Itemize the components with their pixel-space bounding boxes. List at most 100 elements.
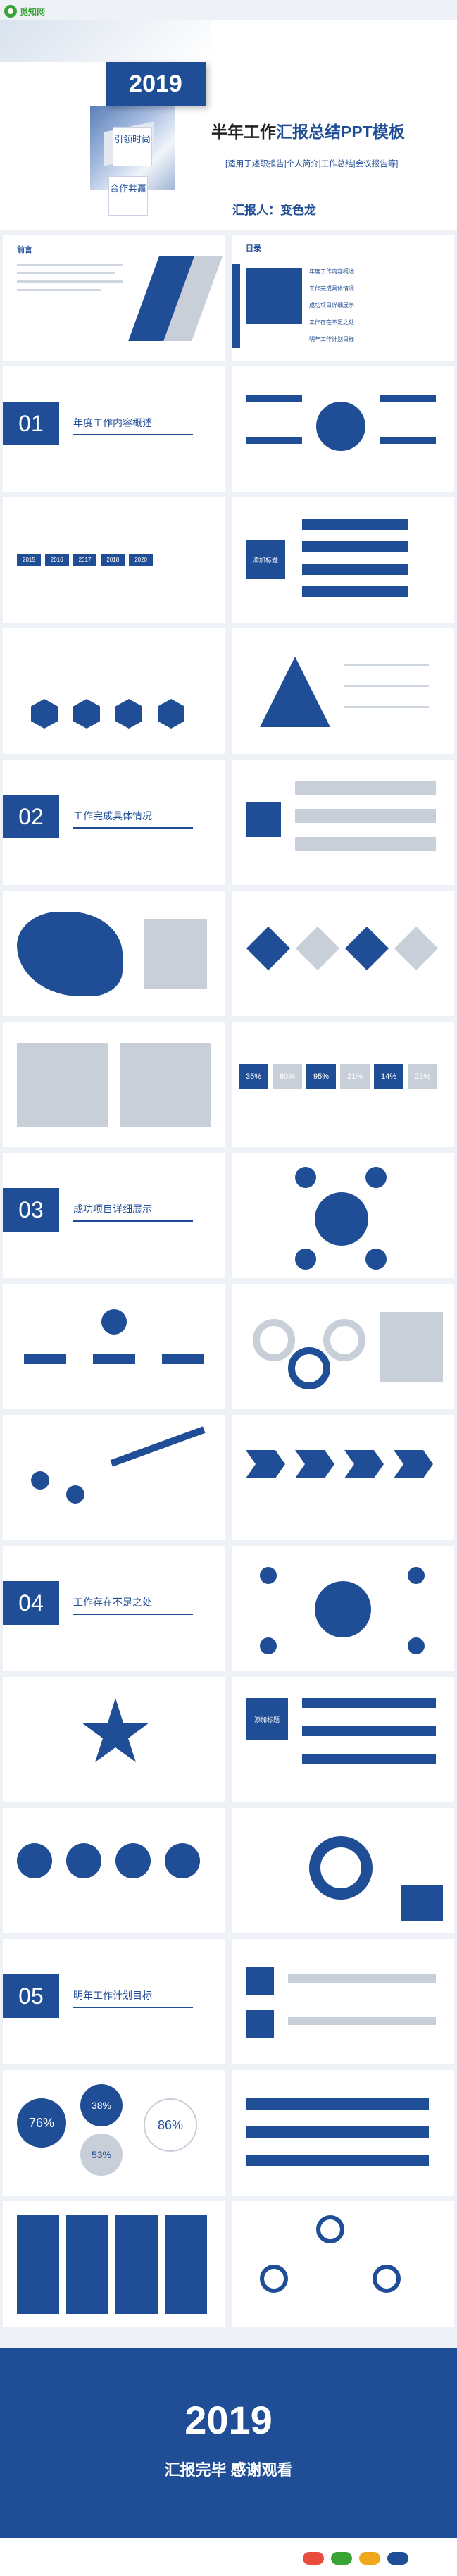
slide-stats: 76% 38% 53% 86% (3, 2070, 225, 2196)
small-circle (408, 1637, 425, 1654)
number-circle (373, 2265, 401, 2293)
toc-bar (232, 264, 240, 348)
text-line (344, 706, 429, 708)
footer-badge (303, 2552, 324, 2565)
section-number: 03 (3, 1188, 59, 1232)
info-box (380, 1312, 443, 1382)
gear-icon (253, 1319, 295, 1361)
cover-year: 2019 (106, 62, 206, 106)
cover-slide: 2019 引领时尚 合作共赢 半年工作汇报总结PPT模板 [适用于述职报告|个人… (0, 20, 457, 230)
slide-columns (3, 2201, 225, 2327)
pyramid-shape (260, 657, 330, 727)
section-slide-02: 02 工作完成具体情况 (3, 760, 225, 885)
preface-title: 前言 (17, 246, 32, 254)
flow-item (246, 437, 302, 444)
bubble (165, 1843, 200, 1878)
chevron-shape (295, 1450, 334, 1478)
cover-title-dark: 半年工作 (211, 123, 276, 141)
slide-arrows (232, 2070, 454, 2196)
stat-circle: 38% (80, 2084, 123, 2126)
section-number: 05 (3, 1974, 59, 2018)
closing-slide: 2019 汇报完毕 感谢观看 (0, 2348, 457, 2538)
slide-star (3, 1677, 225, 1802)
diamond-shape (295, 926, 340, 971)
toc-graphic (246, 268, 302, 324)
list-bar (302, 519, 408, 530)
small-circle (365, 1249, 387, 1270)
text-line (344, 685, 429, 687)
section-underline (73, 2007, 193, 2008)
list-bar (302, 1726, 436, 1736)
progress-bar (288, 1974, 436, 1983)
arrow-bar (246, 2155, 429, 2166)
slide-map (3, 891, 225, 1016)
info-box (144, 919, 207, 989)
toc-item[interactable]: 工作完成具体情况 (309, 285, 354, 292)
toc-item[interactable]: 工作存在不足之处 (309, 319, 354, 326)
stat-circle: 76% (17, 2098, 66, 2148)
year-box: 2018 (101, 554, 125, 566)
slide-diamonds (232, 891, 454, 1016)
hex-shape (115, 699, 142, 729)
toc-item[interactable]: 年度工作内容概述 (309, 268, 354, 275)
column (17, 2215, 59, 2314)
bubble (17, 1843, 52, 1878)
percent-box: 23% (408, 1064, 437, 1089)
search-icon (101, 1309, 127, 1335)
label-bar (93, 1354, 135, 1364)
center-circle (316, 402, 365, 451)
star-shape (82, 1698, 149, 1762)
small-circle (295, 1167, 316, 1188)
cover-reporter: 汇报人：变色龙 (232, 204, 316, 217)
arrow-bar (246, 2126, 429, 2138)
slide-pyramid (232, 628, 454, 754)
slide-steps (232, 760, 454, 885)
flow-item (246, 395, 302, 402)
cover-card-top: 引领时尚 (113, 127, 152, 166)
chevron-shape (344, 1450, 384, 1478)
panel (120, 1043, 211, 1127)
logo-icon (4, 5, 17, 18)
step-dot (66, 1485, 84, 1504)
stat-circle: 53% (80, 2134, 123, 2176)
section-underline (73, 1220, 193, 1222)
toc-item[interactable]: 成功项目详细展示 (309, 302, 354, 309)
corner-block (401, 1885, 443, 1921)
footer-badge (387, 2552, 408, 2565)
slide-timeline: 2015 2016 2017 2018 2020 (3, 497, 225, 623)
gear-icon (288, 1347, 330, 1389)
cover-stripe (0, 20, 211, 62)
gear-icon (323, 1319, 365, 1361)
section-underline (73, 827, 193, 829)
center-circle (315, 1192, 368, 1246)
toc-item[interactable]: 明年工作计划目标 (309, 336, 354, 342)
slide-add-title-2: 添加标题 (232, 1677, 454, 1802)
slide-percentages: 35% 80% 95% 21% 14% 23% (232, 1022, 454, 1147)
diamond-shape (344, 926, 389, 971)
list-bar (302, 586, 408, 597)
percent-row: 35% 80% 95% 21% 14% 23% (239, 1064, 437, 1089)
text-line (17, 280, 123, 283)
step-bar (295, 781, 436, 795)
panel (17, 1043, 108, 1127)
section-title: 工作完成具体情况 (73, 810, 152, 822)
number-circle (316, 2215, 344, 2243)
text-line (17, 264, 123, 266)
flow-item (380, 437, 436, 444)
bubble (66, 1843, 101, 1878)
step-bar (295, 837, 436, 851)
text-line (17, 289, 101, 291)
slide-hexagons (3, 628, 225, 754)
closing-year: 2019 (184, 2398, 273, 2442)
flow-item (380, 395, 436, 402)
section-title: 成功项目详细展示 (73, 1203, 152, 1215)
cover-subtitle: [适用于述职报告|个人简介|工作总结|会议报告等] (225, 160, 399, 168)
gear-icon (309, 1836, 373, 1900)
year-box: 2016 (44, 554, 69, 566)
logo: 觅知网 (4, 4, 45, 18)
percent-box: 95% (306, 1064, 336, 1089)
year-box: 2015 (17, 554, 41, 566)
percent-box: 14% (374, 1064, 403, 1089)
slide-arrow (3, 1415, 225, 1540)
add-title-box: 添加标题 (246, 1698, 288, 1740)
